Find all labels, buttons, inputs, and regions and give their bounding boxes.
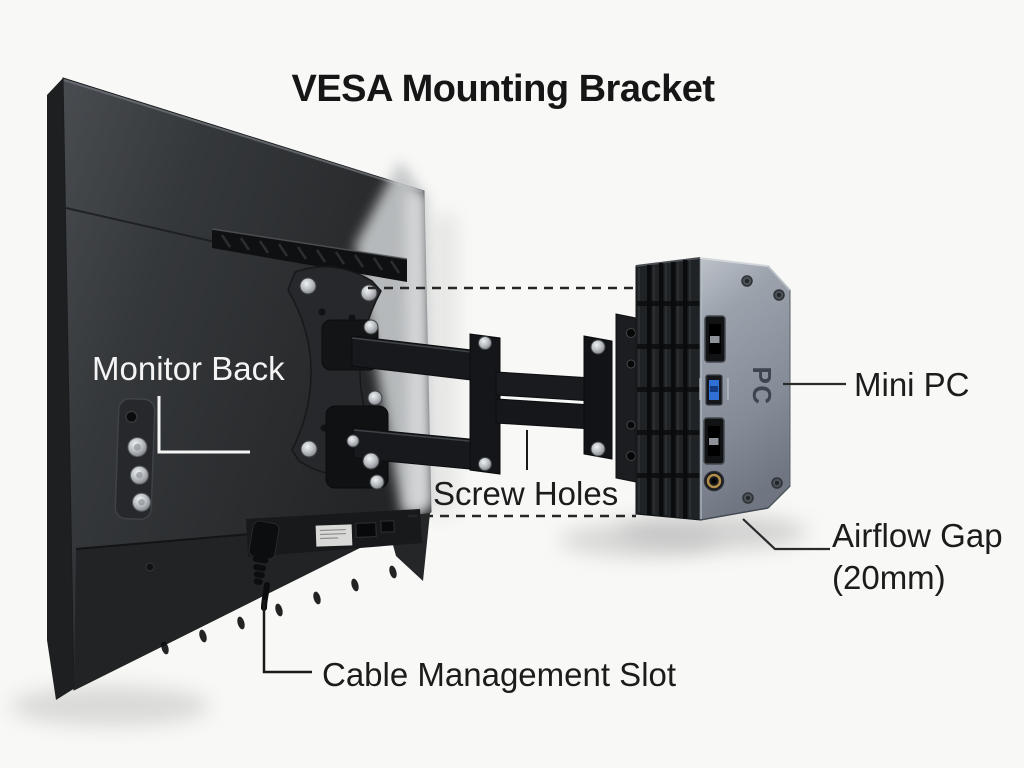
port-micro-label (699, 378, 701, 400)
usb-a-port-bottom-icon (703, 417, 725, 465)
bottom-vent-holes (161, 565, 397, 655)
audio-jack-icon (703, 470, 725, 492)
monitor-top-bevel-highlight (63, 79, 424, 193)
monitor-back-label: Monitor Back (92, 350, 285, 387)
arm-right-joint (583, 335, 613, 460)
airflow-gap-label-line1: Airflow Gap (832, 517, 1003, 554)
cable-management-label: Cable Management Slot (322, 656, 676, 693)
monitor-vent-grille (211, 228, 408, 282)
usb-a-port-top-icon (704, 315, 726, 363)
power-cable-plug (248, 520, 280, 560)
heatsink-fins (635, 257, 701, 521)
mini-pc-side-marking: PC (747, 366, 777, 405)
monitor-io-recess (246, 509, 422, 557)
bracket-screw-holes (626, 328, 636, 461)
cable-leader (262, 600, 312, 674)
monitor-left-edge (47, 78, 75, 700)
vesa-screw (300, 440, 318, 458)
mini-pc-unit: PC (635, 257, 791, 521)
grille-hatching (220, 234, 401, 274)
airflow-gap-label-line2: (20mm) (832, 559, 946, 596)
airflow-gap-leader (742, 518, 830, 551)
vesa-hole (318, 308, 326, 316)
monitor-connector-panel (114, 398, 156, 520)
port-micro-label (727, 378, 729, 400)
panel-jack-hole (125, 410, 138, 424)
body-corner-screws (741, 275, 785, 504)
screw-holes-label: Screw Holes (433, 475, 618, 512)
leader-lines (157, 286, 846, 674)
power-cable (248, 520, 280, 611)
fin-notches (637, 301, 700, 478)
monitor-back-assembly (47, 77, 432, 700)
mini-pc-label: Mini PC (854, 366, 970, 403)
io-port (380, 520, 395, 533)
page-title: VESA Mounting Bracket (291, 68, 715, 110)
monitor-back-leader (157, 396, 250, 454)
arm-bolts (299, 277, 606, 490)
vesa-screw (362, 452, 380, 470)
vesa-screw (299, 277, 317, 295)
arm-mid-joint (469, 333, 501, 475)
usb-3-port-icon (705, 374, 723, 406)
io-port (355, 522, 377, 538)
monitor-info-sticker (315, 524, 353, 547)
panel-screw-hole (145, 562, 155, 572)
